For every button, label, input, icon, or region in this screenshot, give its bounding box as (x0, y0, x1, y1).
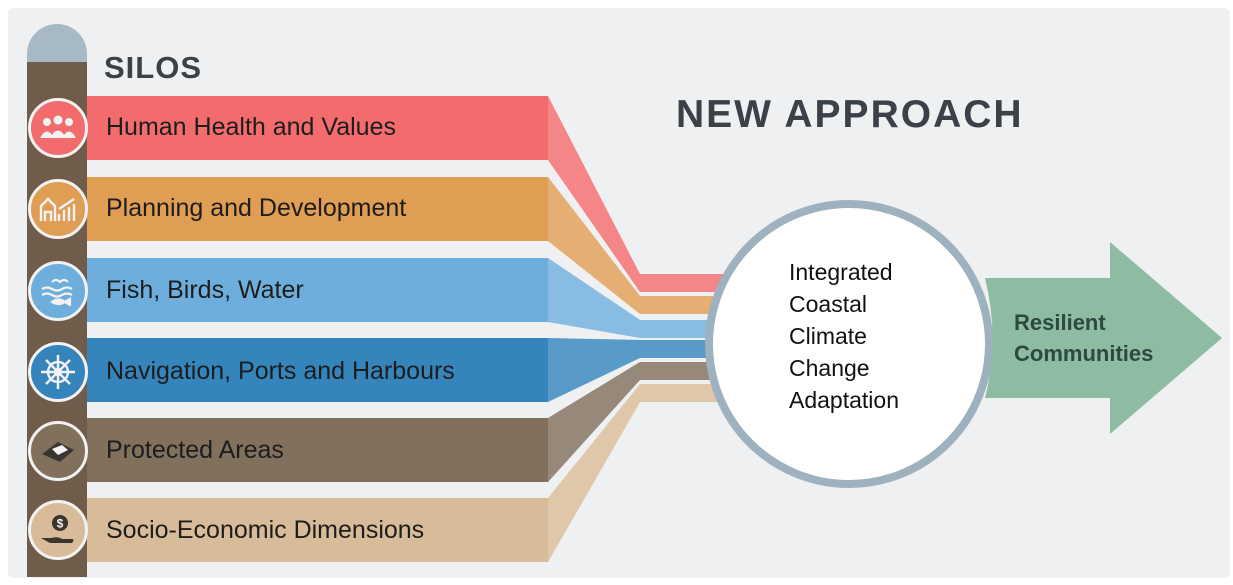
band-protected (60, 362, 725, 482)
band-planning (60, 177, 725, 314)
band-fish-taper (548, 258, 725, 338)
silo-label-protected: Protected Areas (106, 436, 284, 464)
protected-area-icon (28, 421, 88, 481)
band-protected-taper (548, 362, 725, 482)
integration-line: Integrated (789, 259, 893, 285)
outcome-text: Resilient Communities (1014, 307, 1153, 369)
fish-birds-water-icon (28, 261, 88, 321)
money-hand-icon: $ (28, 500, 88, 560)
band-health (60, 96, 725, 292)
silo-label-socio: Socio-Economic Dimensions (106, 516, 425, 544)
outcome-line: Communities (1014, 341, 1154, 366)
integration-line: Change (789, 355, 870, 381)
integration-text: Integrated Coastal Climate Change Adapta… (789, 256, 899, 416)
silos-title: SILOS (104, 50, 203, 85)
integration-circle (705, 200, 993, 488)
silo-label-planning: Planning and Development (106, 194, 407, 222)
band-navigation (60, 338, 725, 402)
silo-label-fish: Fish, Birds, Water (106, 276, 304, 304)
integration-line: Adaptation (789, 387, 899, 413)
band-planning-taper (548, 177, 725, 314)
band-socio-taper (548, 384, 725, 562)
band-health-taper (548, 96, 725, 292)
silo-label-navigation: Navigation, Ports and Harbours (106, 357, 455, 385)
silo-label-health: Human Health and Values (106, 113, 396, 141)
outcome-line: Resilient (1014, 310, 1106, 335)
buildings-icon (28, 179, 88, 239)
ship-wheel-icon (28, 342, 88, 402)
band-fish (60, 258, 725, 338)
svg-text:$: $ (57, 517, 64, 531)
band-navigation-taper (548, 338, 725, 402)
new-approach-title: NEW APPROACH (676, 93, 1024, 136)
people-icon (28, 98, 88, 158)
integration-line: Coastal (789, 291, 867, 317)
integration-line: Climate (789, 323, 867, 349)
band-socio (60, 384, 725, 562)
